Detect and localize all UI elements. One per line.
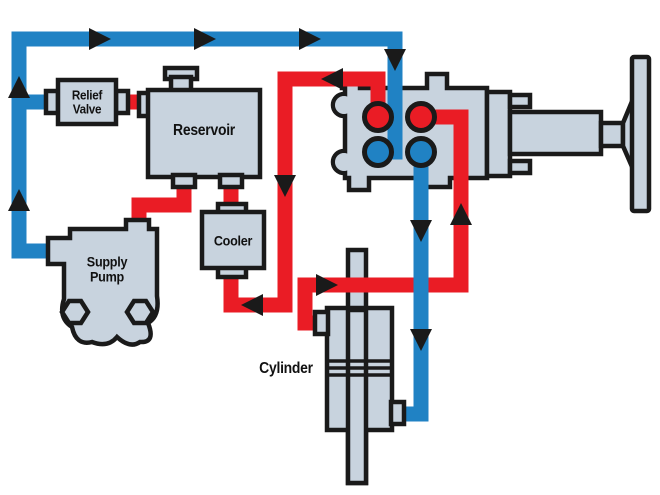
reservoir-body [145, 87, 263, 180]
flow-arrow-down-return-icon [274, 175, 296, 197]
steering-shaft-neck [598, 120, 626, 149]
flow-arrow-down-to-cylinder-1-icon [410, 220, 432, 242]
cylinder [312, 305, 407, 486]
supply-pump-label-line2: Pump [90, 268, 124, 284]
steering-wheel [629, 54, 652, 214]
flow-arrow-down-to-cylinder-2-icon [410, 329, 432, 351]
flow-arrow-left-to-cooler-icon [241, 294, 263, 316]
gear-casting-lobe-top-fill [335, 96, 353, 114]
relief-valve-label-line2: Valve [72, 101, 102, 116]
relief-valve [43, 77, 131, 127]
reservoir-bottom-port-right [217, 172, 245, 190]
relief-valve-body [55, 77, 119, 127]
gear-port-bottom-left [362, 136, 394, 168]
flow-arrow-up-left-line-2-icon [8, 189, 30, 211]
flow-arrow-right-top-3-icon [299, 28, 321, 50]
flow-arrow-right-cylinder-out-icon [316, 274, 338, 296]
supply-pump-bolt-left [59, 298, 91, 326]
gear-mount-tab-bottom [507, 158, 533, 176]
flow-arrow-right-top-2-icon [194, 28, 216, 50]
steering-shaft [507, 109, 604, 157]
cylinder-left-port [312, 309, 331, 337]
supply-pump-bolt-right [124, 298, 156, 326]
gear-coupling [484, 89, 513, 179]
flow-arrow-left-return-top-icon [321, 68, 343, 90]
flow-arrow-up-left-line-icon [8, 76, 30, 98]
cylinder-label: Cylinder [259, 359, 313, 377]
flow-arrow-right-top-1-icon [89, 28, 111, 50]
flow-arrow-down-gear-feed-icon [384, 49, 406, 71]
reservoir-label: Reservoir [173, 121, 235, 139]
supply-pump-label: Supply Pump [86, 253, 128, 284]
relief-valve-label: Relief Valve [71, 87, 103, 116]
cylinder-right-port [388, 399, 407, 427]
flow-arrow-up-to-gear-icon [450, 203, 472, 225]
gear-mount-tab-top [507, 92, 533, 110]
gear-port-bottom-right [405, 136, 437, 168]
gear-port-top-right [405, 101, 437, 133]
gear-casting-lobe-bottom-fill [335, 153, 353, 171]
supply-pump-label-line1: Supply [86, 253, 128, 270]
reservoir [136, 65, 263, 190]
cooler-label: Cooler [213, 232, 253, 249]
gear-port-top-left [362, 101, 394, 133]
pipe-hot-cylinder-to-gear [297, 109, 469, 331]
cooler-body [199, 209, 267, 271]
cylinder-rod-lower [345, 307, 369, 486]
cooler [199, 201, 267, 280]
supply-pump [45, 217, 160, 347]
relief-valve-label-line1: Relief [71, 87, 103, 103]
reservoir-bottom-port-left [170, 172, 198, 190]
